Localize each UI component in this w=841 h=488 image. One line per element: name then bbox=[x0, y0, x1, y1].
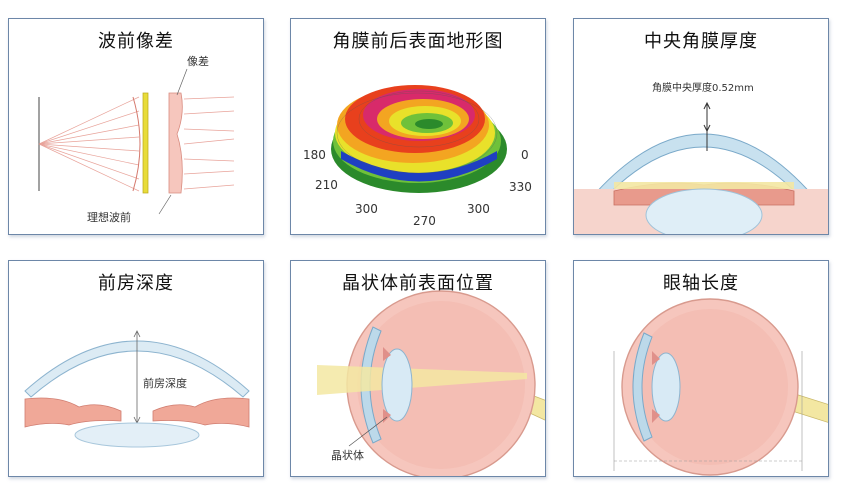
ray-fan bbox=[38, 96, 140, 192]
light-beam bbox=[317, 365, 527, 395]
eye-lens-diagram: 晶状体 bbox=[317, 290, 545, 476]
iris-right bbox=[152, 397, 250, 428]
lens bbox=[651, 352, 681, 422]
angle-0-label: 0 bbox=[521, 148, 529, 162]
panel-central-corneal-thickness: 中央角膜厚度 角膜中央厚度0.52mm bbox=[573, 18, 829, 235]
chamber-depth-diagram: 前房深度 bbox=[24, 330, 250, 448]
angle-300-left-label: 300 bbox=[355, 202, 378, 216]
panel-anterior-chamber-depth: 前房深度 前房深度 bbox=[8, 260, 264, 477]
panel-title: 波前像差 bbox=[98, 31, 174, 52]
curved-wavefront bbox=[132, 96, 141, 192]
panel-axial-length: 眼轴长度 bbox=[573, 260, 829, 477]
cornea bbox=[632, 332, 653, 442]
lens-label: 晶状体 bbox=[331, 448, 364, 462]
cornea-arc bbox=[24, 340, 250, 398]
panel-title: 角膜前后表面地形图 bbox=[332, 31, 504, 52]
panel-title: 眼轴长度 bbox=[663, 273, 739, 294]
panel-title: 中央角膜厚度 bbox=[644, 31, 758, 52]
panel-corneal-topography: 角膜前后表面地形图 180 0 210 330 300 270 300 bbox=[290, 18, 546, 235]
lens-anterior bbox=[74, 422, 200, 448]
angle-180-label: 180 bbox=[303, 148, 326, 162]
panel-lens-anterior-position: 晶状体前表面位置 晶状体 bbox=[290, 260, 546, 477]
thickness-label: 角膜中央厚度0.52mm bbox=[652, 81, 754, 94]
panel-title: 晶状体前表面位置 bbox=[342, 273, 494, 294]
lens bbox=[381, 348, 413, 422]
angle-210-label: 210 bbox=[315, 178, 338, 192]
cornea-thickness-diagram: 角膜中央厚度0.52mm bbox=[574, 81, 828, 234]
axial-length-diagram bbox=[613, 298, 828, 476]
aberrated-wavefront bbox=[168, 92, 183, 194]
crystalline-lens bbox=[645, 188, 763, 234]
iris-left bbox=[24, 397, 122, 428]
wavefront-diagram: 像差 理想波前 bbox=[38, 54, 235, 224]
aberration-label: 像差 bbox=[187, 54, 209, 68]
panel-title: 前房深度 bbox=[98, 273, 174, 294]
panel-wavefront-aberration: 波前像差 像差 理想波前 bbox=[8, 18, 264, 235]
topography-map: 180 0 210 330 300 270 300 bbox=[303, 85, 532, 228]
ideal-wavefront-label: 理想波前 bbox=[87, 210, 131, 224]
lens-plate bbox=[142, 92, 149, 194]
topo-blue-band bbox=[341, 151, 497, 182]
angle-330-label: 330 bbox=[509, 180, 532, 194]
angle-300-right-label: 300 bbox=[467, 202, 490, 216]
angle-270-label: 270 bbox=[413, 214, 436, 228]
cornea bbox=[360, 326, 382, 444]
depth-label: 前房深度 bbox=[143, 376, 187, 390]
